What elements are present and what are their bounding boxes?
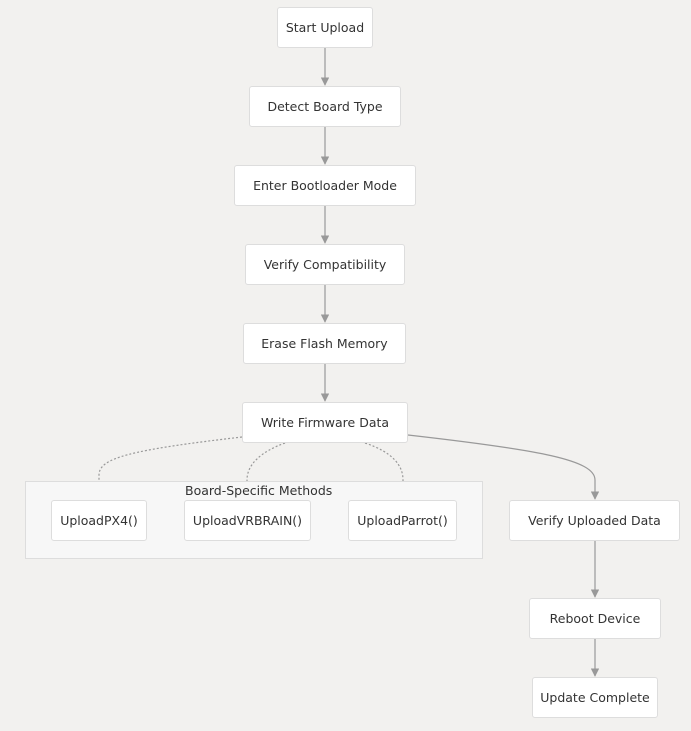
edge-write-vrbrain bbox=[242, 442, 286, 500]
node-detect-board-type[interactable]: Detect Board Type bbox=[249, 86, 401, 127]
node-start-upload[interactable]: Start Upload bbox=[277, 7, 373, 48]
node-erase-flash-memory[interactable]: Erase Flash Memory bbox=[243, 323, 406, 364]
node-upload-px4[interactable]: UploadPX4() bbox=[51, 500, 147, 541]
edge-write-verify-uploaded bbox=[407, 434, 600, 500]
node-write-firmware-data[interactable]: Write Firmware Data bbox=[242, 402, 408, 443]
node-upload-vrbrain[interactable]: UploadVRBRAIN() bbox=[184, 500, 311, 541]
node-verify-compatibility[interactable]: Verify Compatibility bbox=[245, 244, 405, 285]
node-enter-bootloader-mode[interactable]: Enter Bootloader Mode bbox=[234, 165, 416, 206]
node-verify-uploaded-data[interactable]: Verify Uploaded Data bbox=[509, 500, 680, 541]
edge-write-parrot bbox=[364, 442, 408, 500]
board-specific-methods-label: Board-Specific Methods bbox=[185, 483, 333, 498]
node-upload-parrot[interactable]: UploadParrot() bbox=[348, 500, 457, 541]
node-update-complete[interactable]: Update Complete bbox=[532, 677, 658, 718]
node-reboot-device[interactable]: Reboot Device bbox=[529, 598, 661, 639]
